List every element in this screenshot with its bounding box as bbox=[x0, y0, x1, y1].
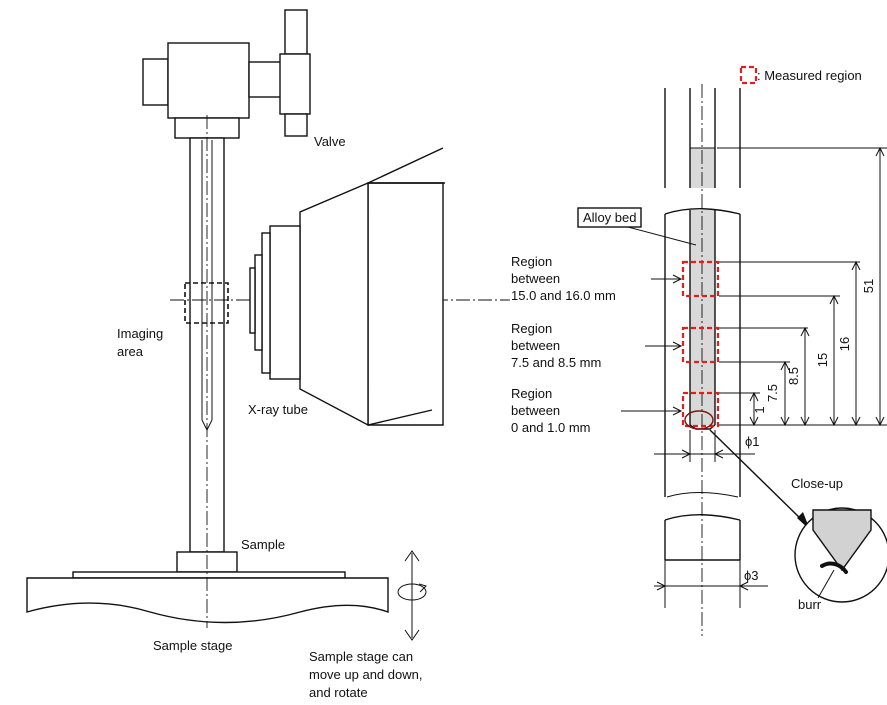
dim-phi1: ϕ1 bbox=[745, 434, 760, 449]
sample-label: Sample bbox=[241, 537, 285, 552]
region-15-line-3: 15.0 and 16.0 mm bbox=[511, 288, 616, 303]
close-up bbox=[709, 429, 887, 603]
imaging-area-label-2: area bbox=[117, 344, 144, 359]
stage-motion-arrows bbox=[397, 550, 427, 641]
imaging-area-label-1: Imaging bbox=[117, 326, 163, 341]
region-0-line-2: between bbox=[511, 403, 560, 418]
alloy-bed-box bbox=[577, 207, 642, 228]
dim-7-5: 7.5 bbox=[765, 384, 780, 402]
region-7-line-2: between bbox=[511, 338, 560, 353]
stage-note-line-1: Sample stage can bbox=[309, 649, 413, 664]
stage-note-line-3: and rotate bbox=[309, 685, 368, 700]
sample-stage-label: Sample stage bbox=[153, 638, 233, 653]
tube-segment-middle bbox=[664, 208, 741, 498]
sample-stage bbox=[26, 551, 389, 624]
imaging-area-box bbox=[184, 282, 229, 324]
diameter-dims bbox=[654, 430, 768, 591]
legend-label: : Measured region bbox=[757, 68, 862, 83]
valve-body bbox=[142, 9, 311, 139]
stage-note-line-2: move up and down, bbox=[309, 667, 422, 682]
alloy-bed-label: Alloy bed bbox=[583, 210, 636, 225]
measured-region-0mm bbox=[681, 391, 720, 428]
right-cross-section bbox=[577, 65, 887, 636]
dim-51: 51 bbox=[861, 279, 876, 293]
xray-tube-label: X-ray tube bbox=[248, 402, 308, 417]
measured-region-15mm bbox=[681, 260, 720, 298]
dim-16: 16 bbox=[837, 337, 852, 351]
measured-region-7-5mm bbox=[681, 326, 720, 364]
burr-label: burr bbox=[798, 597, 822, 612]
dimension-lines bbox=[749, 146, 885, 427]
close-up-label: Close-up bbox=[791, 476, 843, 491]
dim-8-5: 8.5 bbox=[786, 367, 801, 385]
dim-1: 1 bbox=[752, 406, 767, 413]
valve-label: Valve bbox=[314, 134, 346, 149]
tube-segment-top bbox=[664, 88, 741, 188]
region-15-line-1: Region bbox=[511, 254, 552, 269]
region-7-line-1: Region bbox=[511, 321, 552, 336]
region-7-line-3: 7.5 and 8.5 mm bbox=[511, 355, 601, 370]
tube-segment-bottom bbox=[664, 514, 741, 608]
xray-tube bbox=[249, 147, 445, 427]
tip-ellipse bbox=[684, 410, 714, 430]
left-apparatus bbox=[26, 9, 510, 641]
region-15-line-2: between bbox=[511, 271, 560, 286]
region-0-line-1: Region bbox=[511, 386, 552, 401]
dim-phi3: ϕ3 bbox=[744, 568, 759, 583]
legend-swatch bbox=[739, 65, 758, 85]
region-0-line-3: 0 and 1.0 mm bbox=[511, 420, 591, 435]
dim-15: 15 bbox=[815, 353, 830, 367]
